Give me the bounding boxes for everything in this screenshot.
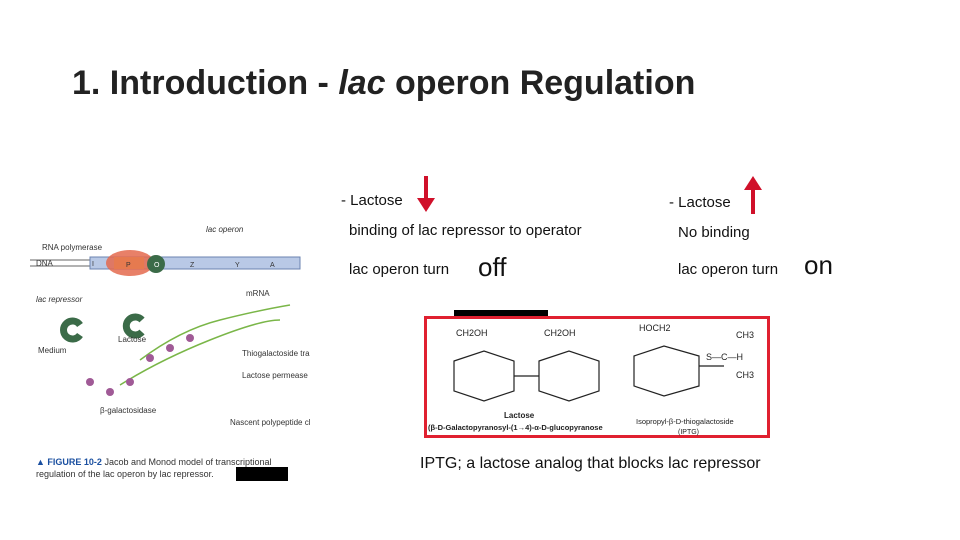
slide-title: 1. Introduction - lac operon Regulation: [72, 64, 695, 103]
chem-iptg-name: Isopropyl-β-D-thiogalactoside: [636, 417, 734, 426]
fig-lactose: Lactose: [118, 335, 147, 344]
fig-nascent: Nascent polypeptide chains: [230, 418, 310, 427]
fig-dna: DNA: [36, 259, 54, 268]
chem-ch3-bot: CH3: [736, 370, 754, 380]
right-lactose-label: - Lactose: [669, 194, 731, 211]
iptg-caption: IPTG; a lactose analog that blocks lac r…: [420, 455, 761, 472]
chem-ch2oh-1: CH2OH: [456, 328, 488, 338]
redaction-bar: [454, 310, 548, 316]
fig-gene-p: P: [126, 262, 131, 269]
figure-caption: ▲ FIGURE 10-2 Jacob and Monod model of t…: [36, 456, 306, 480]
lac-operon-figure: lac operon RNA polymerase DNA I P O Z Y …: [30, 225, 310, 427]
left-binding-text: binding of lac repressor to operator: [349, 222, 582, 239]
chem-ch3-top: CH3: [736, 330, 754, 340]
up-arrow-icon: [744, 176, 762, 214]
title-italic: lac: [338, 64, 386, 102]
left-lactose-label: - Lactose: [341, 192, 403, 209]
caption-text: Jacob and Monod model of transcriptional…: [36, 457, 272, 479]
caption-redaction-bar: [236, 467, 288, 481]
chem-lactose-label: Lactose: [504, 411, 535, 420]
fig-lac-repressor: lac repressor: [36, 295, 83, 304]
lactose-iptg-structures: CH2OH CH2OH HOCH2 CH3 S—C—H CH3 Lactose …: [424, 316, 770, 438]
fig-gene-i: I: [92, 261, 94, 268]
caption-label: ▲ FIGURE 10-2: [36, 457, 102, 467]
chem-ch2oh-2: CH2OH: [544, 328, 576, 338]
right-turn-text: lac operon turn: [678, 261, 779, 278]
down-arrow-icon: [417, 176, 435, 212]
fig-gene-y: Y: [235, 262, 240, 269]
right-binding-text: No binding: [678, 224, 750, 241]
chem-iptg-abbr: (IPTG): [678, 429, 699, 436]
chem-s-group: S—C—H: [706, 352, 743, 362]
title-number: 1. Introduction -: [72, 64, 329, 102]
chem-lactose-name: (β-D-Galactopyranosyl-(1→4)-α-D-glucopyr…: [428, 423, 603, 432]
fig-gene-a: A: [270, 262, 275, 269]
fig-thio: Thiogalactoside transacetylase: [242, 349, 310, 358]
fig-rna-pol: RNA polymerase: [42, 243, 103, 252]
title-rest: operon Regulation: [395, 64, 696, 102]
fig-gene-z: Z: [190, 262, 195, 269]
fig-bgal: β-galactosidase: [100, 406, 157, 415]
chem-hoch2: HOCH2: [639, 323, 671, 333]
fig-permease: Lactose permease: [242, 371, 308, 380]
right-state-on: on: [804, 250, 833, 280]
fig-lac-operon: lac operon: [206, 225, 244, 234]
left-state-off: off: [478, 252, 507, 282]
left-turn-text: lac operon turn: [349, 261, 450, 278]
fig-gene-o: O: [154, 262, 160, 269]
fig-medium: Medium: [38, 346, 67, 355]
fig-mrna: mRNA: [246, 289, 270, 298]
